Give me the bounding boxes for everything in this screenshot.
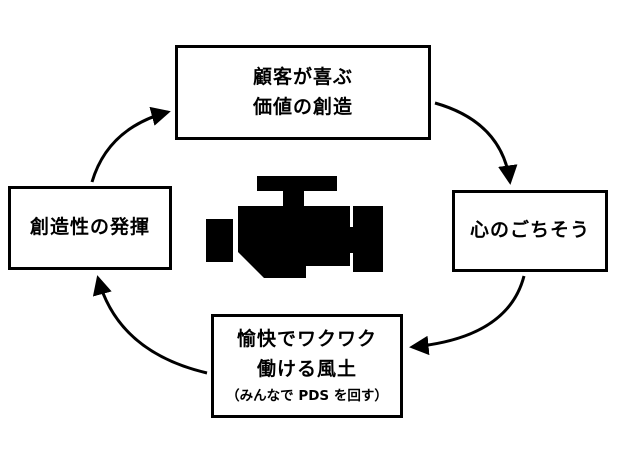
- node-label-line: 創造性の発揮: [29, 216, 150, 239]
- arrow-right-to-bottom: [409, 275, 526, 356]
- node-label-line: 顧客が喜ぶ: [252, 66, 353, 89]
- node-label-line: 愉快でワクワク: [236, 328, 377, 351]
- node-heart-feast: 心のごちそう: [452, 190, 608, 272]
- arrow-left-to-top: [90, 106, 171, 183]
- node-work-culture: 愉快でワクワク 働ける風土 （みんなで PDS を回す）: [211, 314, 403, 418]
- node-label-line: 働ける風土: [256, 357, 357, 380]
- cycle-arrows: [90, 101, 526, 375]
- node-label-line: 心のごちそう: [469, 219, 590, 242]
- arrow-top-to-right: [434, 101, 518, 185]
- node-customer-value: 顧客が喜ぶ 価値の創造: [175, 45, 431, 140]
- node-label-note: （みんなで PDS を回す）: [226, 387, 388, 404]
- node-label-line: 価値の創造: [252, 95, 353, 118]
- arrow-bottom-to-left: [92, 275, 208, 375]
- node-creativity: 創造性の発揮: [8, 186, 172, 270]
- engine-icon: [206, 176, 383, 278]
